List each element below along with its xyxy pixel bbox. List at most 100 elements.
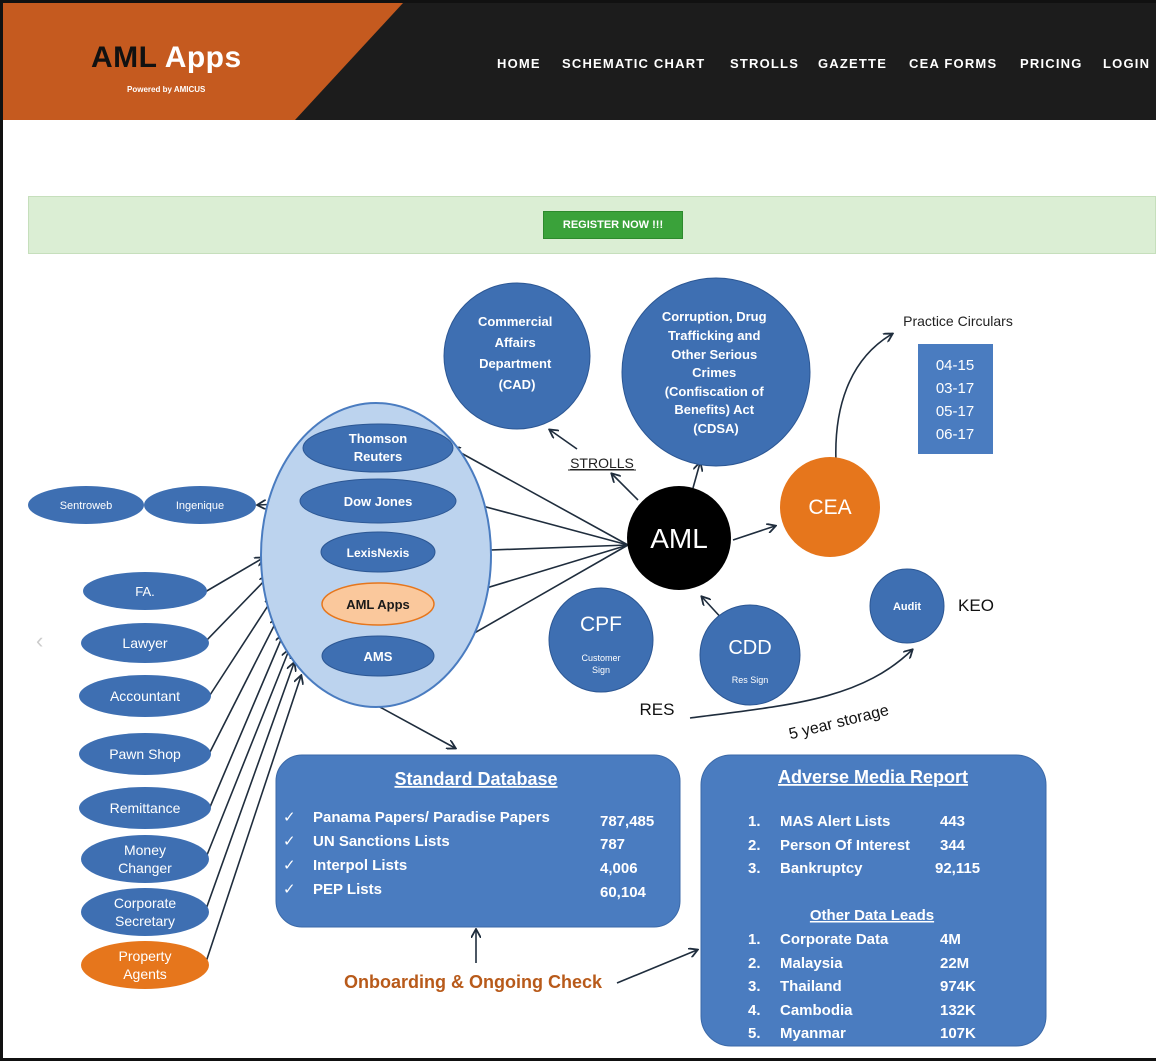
svg-text:Commercial Affairs Dep: Commercial Affairs Department (CAD) [478,314,556,392]
svg-text:✓: ✓ [283,809,296,826]
svg-text:✓: ✓ [283,833,296,850]
adverse-media-box [700,754,1047,1047]
svg-text:Person Of Interest: Person Of Interest [780,837,910,854]
nav-cea-forms[interactable]: CEA FORMS [909,56,998,71]
brand-name-part1: AML [91,41,157,74]
cdd-title: CDD [728,637,771,659]
svg-text:4.: 4. [748,1002,761,1019]
svg-text:✓: ✓ [283,881,296,898]
cdsa-circle [621,277,811,467]
standard-database-box [275,754,681,928]
svg-text:Agents: Agents [123,966,167,982]
svg-text:787,485: 787,485 [600,813,654,830]
svg-text:Res Sign: Res Sign [732,675,769,685]
svg-text:974K: 974K [940,978,976,995]
svg-text:Myanmar: Myanmar [780,1025,846,1042]
cea-circle [780,457,880,557]
svg-text:Panama Papers/ Paradise Papers: Panama Papers/ Paradise Papers [313,809,550,826]
svg-text:4M: 4M [940,931,961,948]
source-accountant-label: Accountant [110,688,180,704]
connector-lines [204,334,912,984]
circular-0415: 04-15 [936,357,974,374]
svg-text:92,115: 92,115 [935,860,980,877]
svg-text:Corruption, Drug Trafficki: Corruption, Drug Trafficking and Other S… [662,309,770,436]
source-remittance-label: Remittance [110,800,181,816]
provider-lexisnexis-label: LexisNexis [347,546,410,560]
svg-text:Corporate Data: Corporate Data [780,931,889,948]
vendor-sentroweb-label: Sentroweb [60,500,113,512]
svg-text:Sign: Sign [592,665,610,675]
vendor-ingenique-label: Ingenique [176,500,224,512]
cpf-title: CPF [580,613,622,636]
svg-text:2.: 2. [748,837,761,854]
nav-home[interactable]: HOME [497,56,541,71]
provider-aml-apps-label: AML Apps [346,597,410,612]
keo-label: KEO [958,596,994,615]
vendor-pills: Sentroweb Ingenique [28,486,256,524]
source-pills: FA. Lawyer Accountant Pawn Shop Remittan… [79,572,211,989]
svg-text:Changer: Changer [118,860,172,876]
source-lawyer-label: Lawyer [122,635,167,651]
cdd-circle [699,604,801,706]
cpf-circle [548,587,654,693]
svg-text:443: 443 [940,813,965,830]
svg-text:3.: 3. [748,860,761,877]
provider-dow-jones-label: Dow Jones [344,494,413,509]
audit-circle [869,568,945,644]
storage-label: 5 year storage [787,702,890,743]
source-money-changer-label: Money [124,842,166,858]
svg-text:Reuters: Reuters [354,449,402,464]
nav-login[interactable]: LOGIN [1103,56,1151,71]
source-pawn-shop-label: Pawn Shop [109,746,181,762]
source-fa-label: FA. [135,584,155,599]
circular-0317: 03-17 [936,380,974,397]
site-header: AML Apps Powered by AMICUS [3,3,1156,120]
svg-text:1.: 1. [748,931,761,948]
res-label: RES [640,700,675,719]
svg-text:22M: 22M [940,955,969,972]
provider-thomson-reuters-label: Thomson [349,431,408,446]
svg-text:PEP Lists: PEP Lists [313,881,382,898]
svg-text:Bankruptcy: Bankruptcy [780,860,863,877]
adverse-media-title: Adverse Media Report [778,767,968,787]
provider-pills: Thomson Reuters Dow Jones LexisNexis AML… [299,423,457,677]
other-data-leads-title: Other Data Leads [810,907,934,924]
register-now-button[interactable]: REGISTER NOW !!! [543,211,683,239]
circular-0517: 05-17 [936,403,974,420]
audit-label: Audit [893,601,921,613]
svg-text:787: 787 [600,836,625,853]
svg-text:5.: 5. [748,1025,761,1042]
source-corporate-secretary-label: Corporate [114,895,176,911]
svg-text:Thailand: Thailand [780,978,842,995]
chevron-left-icon[interactable]: ‹ [36,628,44,653]
nav-strolls[interactable]: STROLLS [730,56,800,71]
svg-text:344: 344 [940,837,966,854]
svg-text:Interpol Lists: Interpol Lists [313,857,407,874]
svg-text:Cambodia: Cambodia [780,1002,853,1019]
svg-text:132K: 132K [940,1002,976,1019]
nav-gazette[interactable]: GAZETTE [818,56,888,71]
practice-circulars-title: Practice Circulars [903,313,1013,329]
brand-name-part2: Apps [164,41,242,74]
aml-center-circle [627,486,731,590]
nav-schematic-chart[interactable]: SCHEMATIC CHART [562,56,706,71]
svg-text:60,104: 60,104 [600,884,647,901]
standard-database-title: Standard Database [394,769,557,789]
circular-0617: 06-17 [936,426,974,443]
nav-pricing[interactable]: PRICING [1020,56,1083,71]
svg-text:1.: 1. [748,813,761,830]
cad-circle [443,282,591,430]
brand-logo[interactable]: AML Apps [91,41,242,75]
svg-text:Malaysia: Malaysia [780,955,843,972]
provider-ams-label: AMS [364,649,393,664]
svg-text:Secretary: Secretary [115,913,175,929]
svg-text:UN Sanctions Lists: UN Sanctions Lists [313,833,450,850]
source-property-agents-label: Property [119,948,172,964]
svg-text:2.: 2. [748,955,761,972]
svg-text:107K: 107K [940,1025,976,1042]
cea-label: CEA [808,496,851,519]
svg-text:MAS Alert Lists: MAS Alert Lists [780,813,890,830]
svg-text:4,006: 4,006 [600,860,638,877]
svg-text:✓: ✓ [283,857,296,874]
